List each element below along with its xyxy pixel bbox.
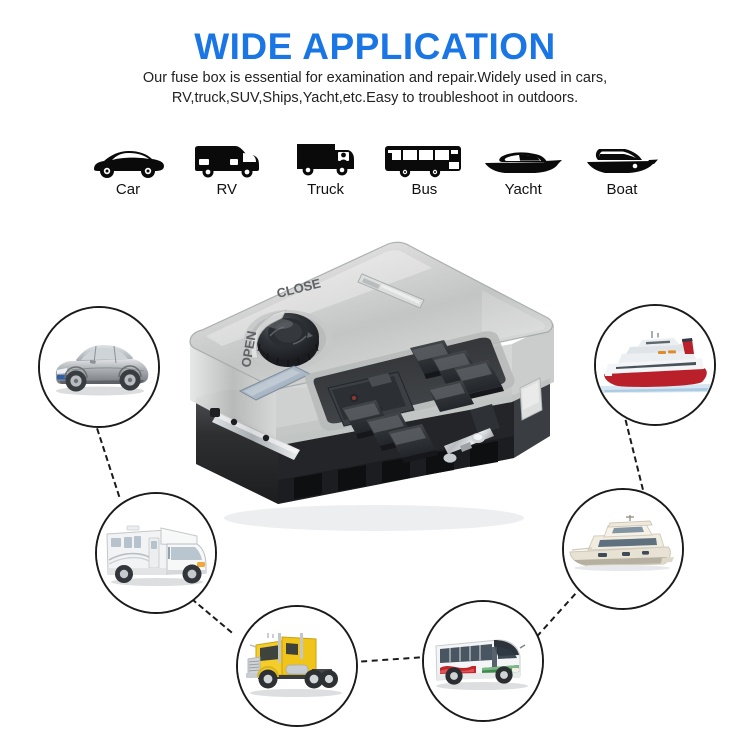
box-truck-silhouette-icon xyxy=(295,141,357,179)
icon-item-car: Car xyxy=(80,141,176,198)
connector-yacht-to-ship xyxy=(624,419,644,490)
negative-bus-bar xyxy=(210,408,300,460)
icon-label-boat: Boat xyxy=(606,181,638,198)
blade-fuse[interactable] xyxy=(428,380,474,412)
city-bus-scene xyxy=(424,602,542,720)
photo-cruise-ship xyxy=(594,304,716,426)
icon-item-rv: RV xyxy=(179,141,275,198)
sedan-car-scene xyxy=(40,308,158,426)
cruise-ship-scene xyxy=(596,306,714,424)
rv-van-silhouette-icon xyxy=(192,141,262,179)
page-subtitle: Our fuse box is essential for examinatio… xyxy=(95,68,655,108)
icon-item-yacht: Yacht xyxy=(475,141,571,198)
icon-item-truck: Truck xyxy=(278,141,374,198)
photo-semi-truck xyxy=(236,605,358,727)
blade-fuse[interactable] xyxy=(454,360,504,399)
boat-silhouette-icon xyxy=(585,141,659,179)
cover-side-tab xyxy=(519,377,543,421)
subtitle-line-1: Our fuse box is essential for examinatio… xyxy=(142,70,608,86)
dial-label-open: OPEN xyxy=(238,330,259,369)
connector-car-to-rv xyxy=(96,428,121,498)
motorhome-rv-scene xyxy=(97,494,215,612)
car-silhouette-icon xyxy=(89,141,167,179)
subtitle-line-2: RV,truck,SUV,Ships,Yacht,etc.Easy to tro… xyxy=(171,90,579,106)
icon-label-bus: Bus xyxy=(411,181,438,198)
icon-label-truck: Truck xyxy=(307,181,345,198)
icon-label-yacht: Yacht xyxy=(504,181,542,198)
blade-fuse-group[interactable] xyxy=(342,340,504,463)
vehicle-icon-strip: Car RV xyxy=(80,136,670,198)
page-title: WIDE APPLICATION xyxy=(194,26,556,67)
speedboat-silhouette-icon xyxy=(483,141,563,179)
icon-item-bus: Bus xyxy=(376,141,472,198)
positive-terminal-stud[interactable] xyxy=(443,404,501,463)
photo-city-bus xyxy=(422,600,544,722)
icon-label-car: Car xyxy=(115,181,141,198)
city-bus-silhouette-icon xyxy=(383,141,465,179)
blade-fuse[interactable] xyxy=(388,424,438,463)
icon-label-rv: RV xyxy=(216,181,238,198)
fuse-box-product-photo: CLOSE OPEN xyxy=(182,232,564,572)
luxury-yacht-scene xyxy=(564,490,682,608)
photo-sedan-car xyxy=(38,306,160,428)
cover-latch-tab[interactable] xyxy=(357,273,425,309)
semi-truck-scene xyxy=(238,607,356,725)
photo-motorhome-rv xyxy=(95,492,217,614)
icon-item-boat: Boat xyxy=(574,141,670,198)
photo-luxury-yacht xyxy=(562,488,684,610)
